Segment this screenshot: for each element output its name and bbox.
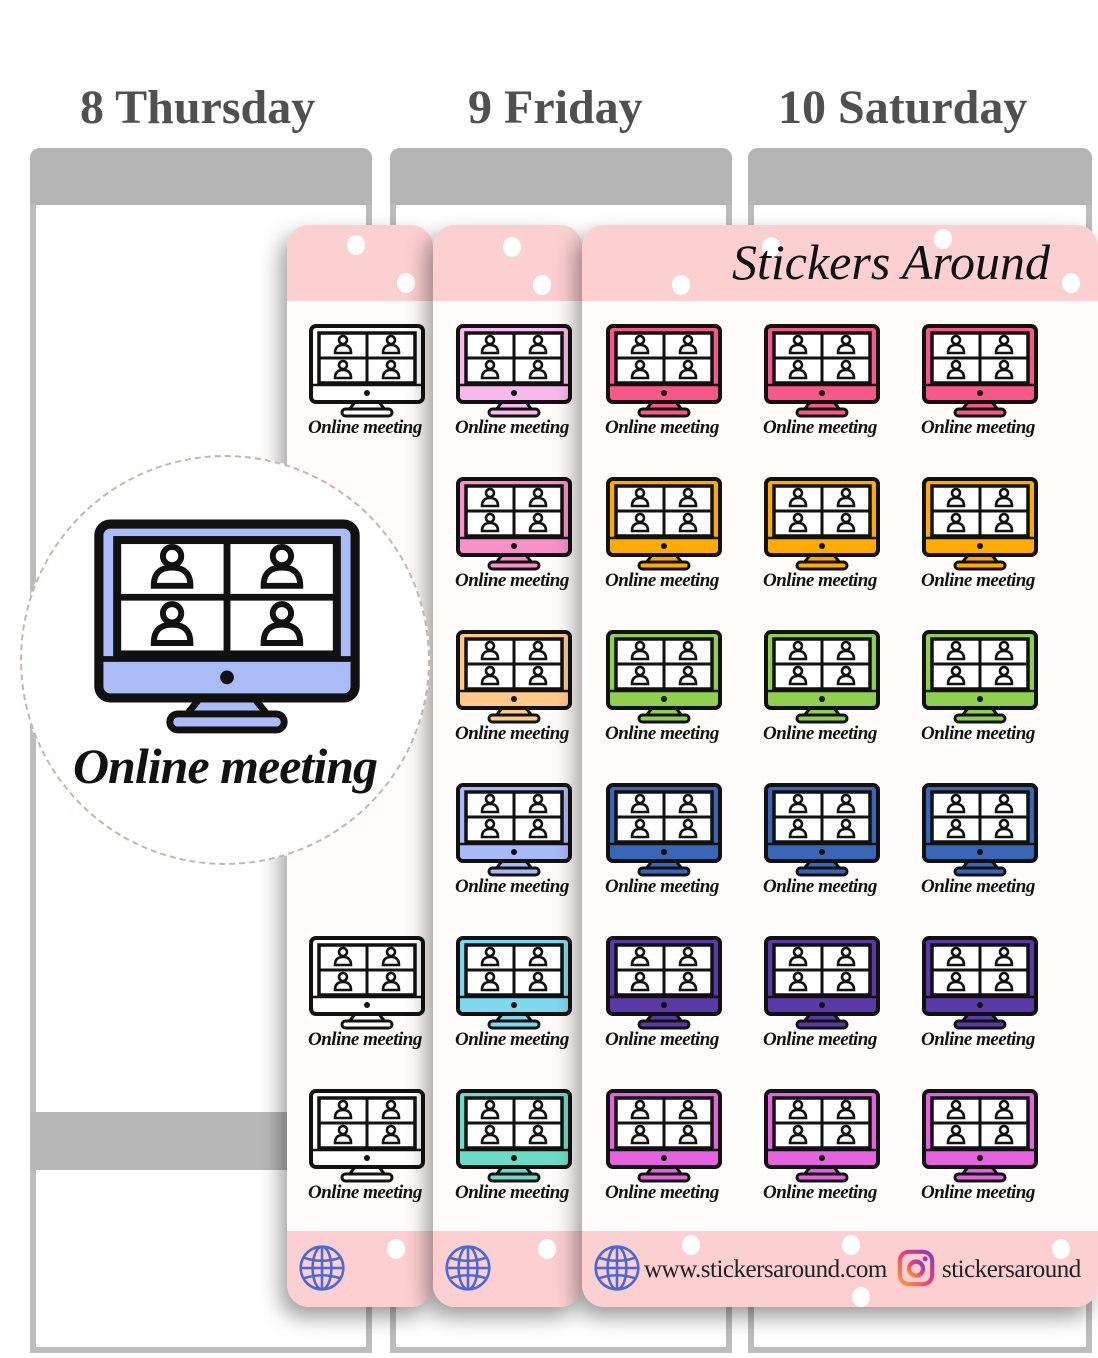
globe-icon <box>594 1245 640 1291</box>
globe-icon <box>299 1245 345 1291</box>
magnified-sticker: Online meeting <box>20 455 430 865</box>
sticker: Online meeting <box>308 935 430 1060</box>
sticker-label: Online meeting <box>921 1029 1035 1050</box>
sticker-label: Online meeting <box>308 1182 422 1203</box>
sticker-label: Online meeting <box>921 876 1035 897</box>
sticker-label: Online meeting <box>455 1029 569 1050</box>
sheet-header: Stickers Around <box>582 225 1098 301</box>
instagram-handle: stickersaround <box>942 1256 1081 1283</box>
globe-icon <box>445 1245 491 1291</box>
sticker-label: Online meeting <box>605 723 719 744</box>
sticker: Online meeting <box>763 476 885 601</box>
sticker: Online meeting <box>308 323 430 448</box>
sticker: Online meeting <box>605 629 727 754</box>
sheet-footer <box>287 1231 433 1307</box>
sticker-label: Online meeting <box>605 1029 719 1050</box>
sticker: Online meeting <box>763 323 885 448</box>
sticker-label: Online meeting <box>455 417 569 438</box>
sticker: Online meeting <box>455 476 577 601</box>
sticker: Online meeting <box>921 782 1043 907</box>
sticker-label: Online meeting <box>921 1182 1035 1203</box>
sticker: Online meeting <box>605 935 727 1060</box>
sticker-label: Online meeting <box>455 876 569 897</box>
sheet-header <box>433 225 582 301</box>
sticker-label: Online meeting <box>308 417 422 438</box>
day-label-friday: 9 Friday <box>468 81 643 134</box>
sticker: Online meeting <box>455 935 577 1060</box>
sticker: Online meeting <box>455 782 577 907</box>
sticker-label: Online meeting <box>763 417 877 438</box>
sticker: Online meeting <box>605 782 727 907</box>
sticker: Online meeting <box>921 629 1043 754</box>
sticker: Online meeting <box>605 323 727 448</box>
sticker-label: Online meeting <box>455 723 569 744</box>
sticker: Online meeting <box>605 1088 727 1213</box>
instagram-icon <box>897 1249 935 1287</box>
sticker: Online meeting <box>921 935 1043 1060</box>
sticker: Online meeting <box>605 476 727 601</box>
sticker-label: Online meeting <box>605 417 719 438</box>
sticker-label: Online meeting <box>921 570 1035 591</box>
sticker: Online meeting <box>455 629 577 754</box>
sticker: Online meeting <box>455 1088 577 1213</box>
sticker: Online meeting <box>921 1088 1043 1213</box>
website-url: www.stickersaround.com <box>644 1256 887 1283</box>
sticker-sheet-front: Stickers Around www.stickersaround.com sti… <box>582 225 1098 1307</box>
sticker-label: Online meeting <box>605 570 719 591</box>
brand-title: Stickers Around <box>732 234 1051 290</box>
sheet-header <box>287 225 433 301</box>
day-label-saturday: 10 Saturday <box>778 81 1028 134</box>
sticker-label: Online meeting <box>921 723 1035 744</box>
sheet-footer <box>433 1231 582 1307</box>
sticker-label: Online meeting <box>605 1182 719 1203</box>
sticker: Online meeting <box>763 935 885 1060</box>
day-label-thursday: 8 Thursday <box>80 81 316 134</box>
sticker: Online meeting <box>763 1088 885 1213</box>
sticker: Online meeting <box>921 323 1043 448</box>
magnified-sticker-label: Online meeting <box>72 738 378 794</box>
sticker-label: Online meeting <box>921 417 1035 438</box>
sticker-label: Online meeting <box>763 723 877 744</box>
sticker-label: Online meeting <box>455 570 569 591</box>
sticker: Online meeting <box>921 476 1043 601</box>
sticker-label: Online meeting <box>455 1182 569 1203</box>
sticker: Online meeting <box>455 323 577 448</box>
sticker-label: Online meeting <box>763 1029 877 1050</box>
sticker: Online meeting <box>763 782 885 907</box>
sticker: Online meeting <box>308 1088 430 1213</box>
sticker-label: Online meeting <box>308 1029 422 1050</box>
sticker-sheet-middle: Online meeting Online meeting Online mee… <box>433 225 582 1307</box>
sticker-label: Online meeting <box>763 570 877 591</box>
sticker: Online meeting <box>763 629 885 754</box>
sticker-label: Online meeting <box>763 876 877 897</box>
sticker-label: Online meeting <box>605 876 719 897</box>
sheet-footer: www.stickersaround.com stickersaround <box>582 1231 1098 1307</box>
sticker-label: Online meeting <box>763 1182 877 1203</box>
